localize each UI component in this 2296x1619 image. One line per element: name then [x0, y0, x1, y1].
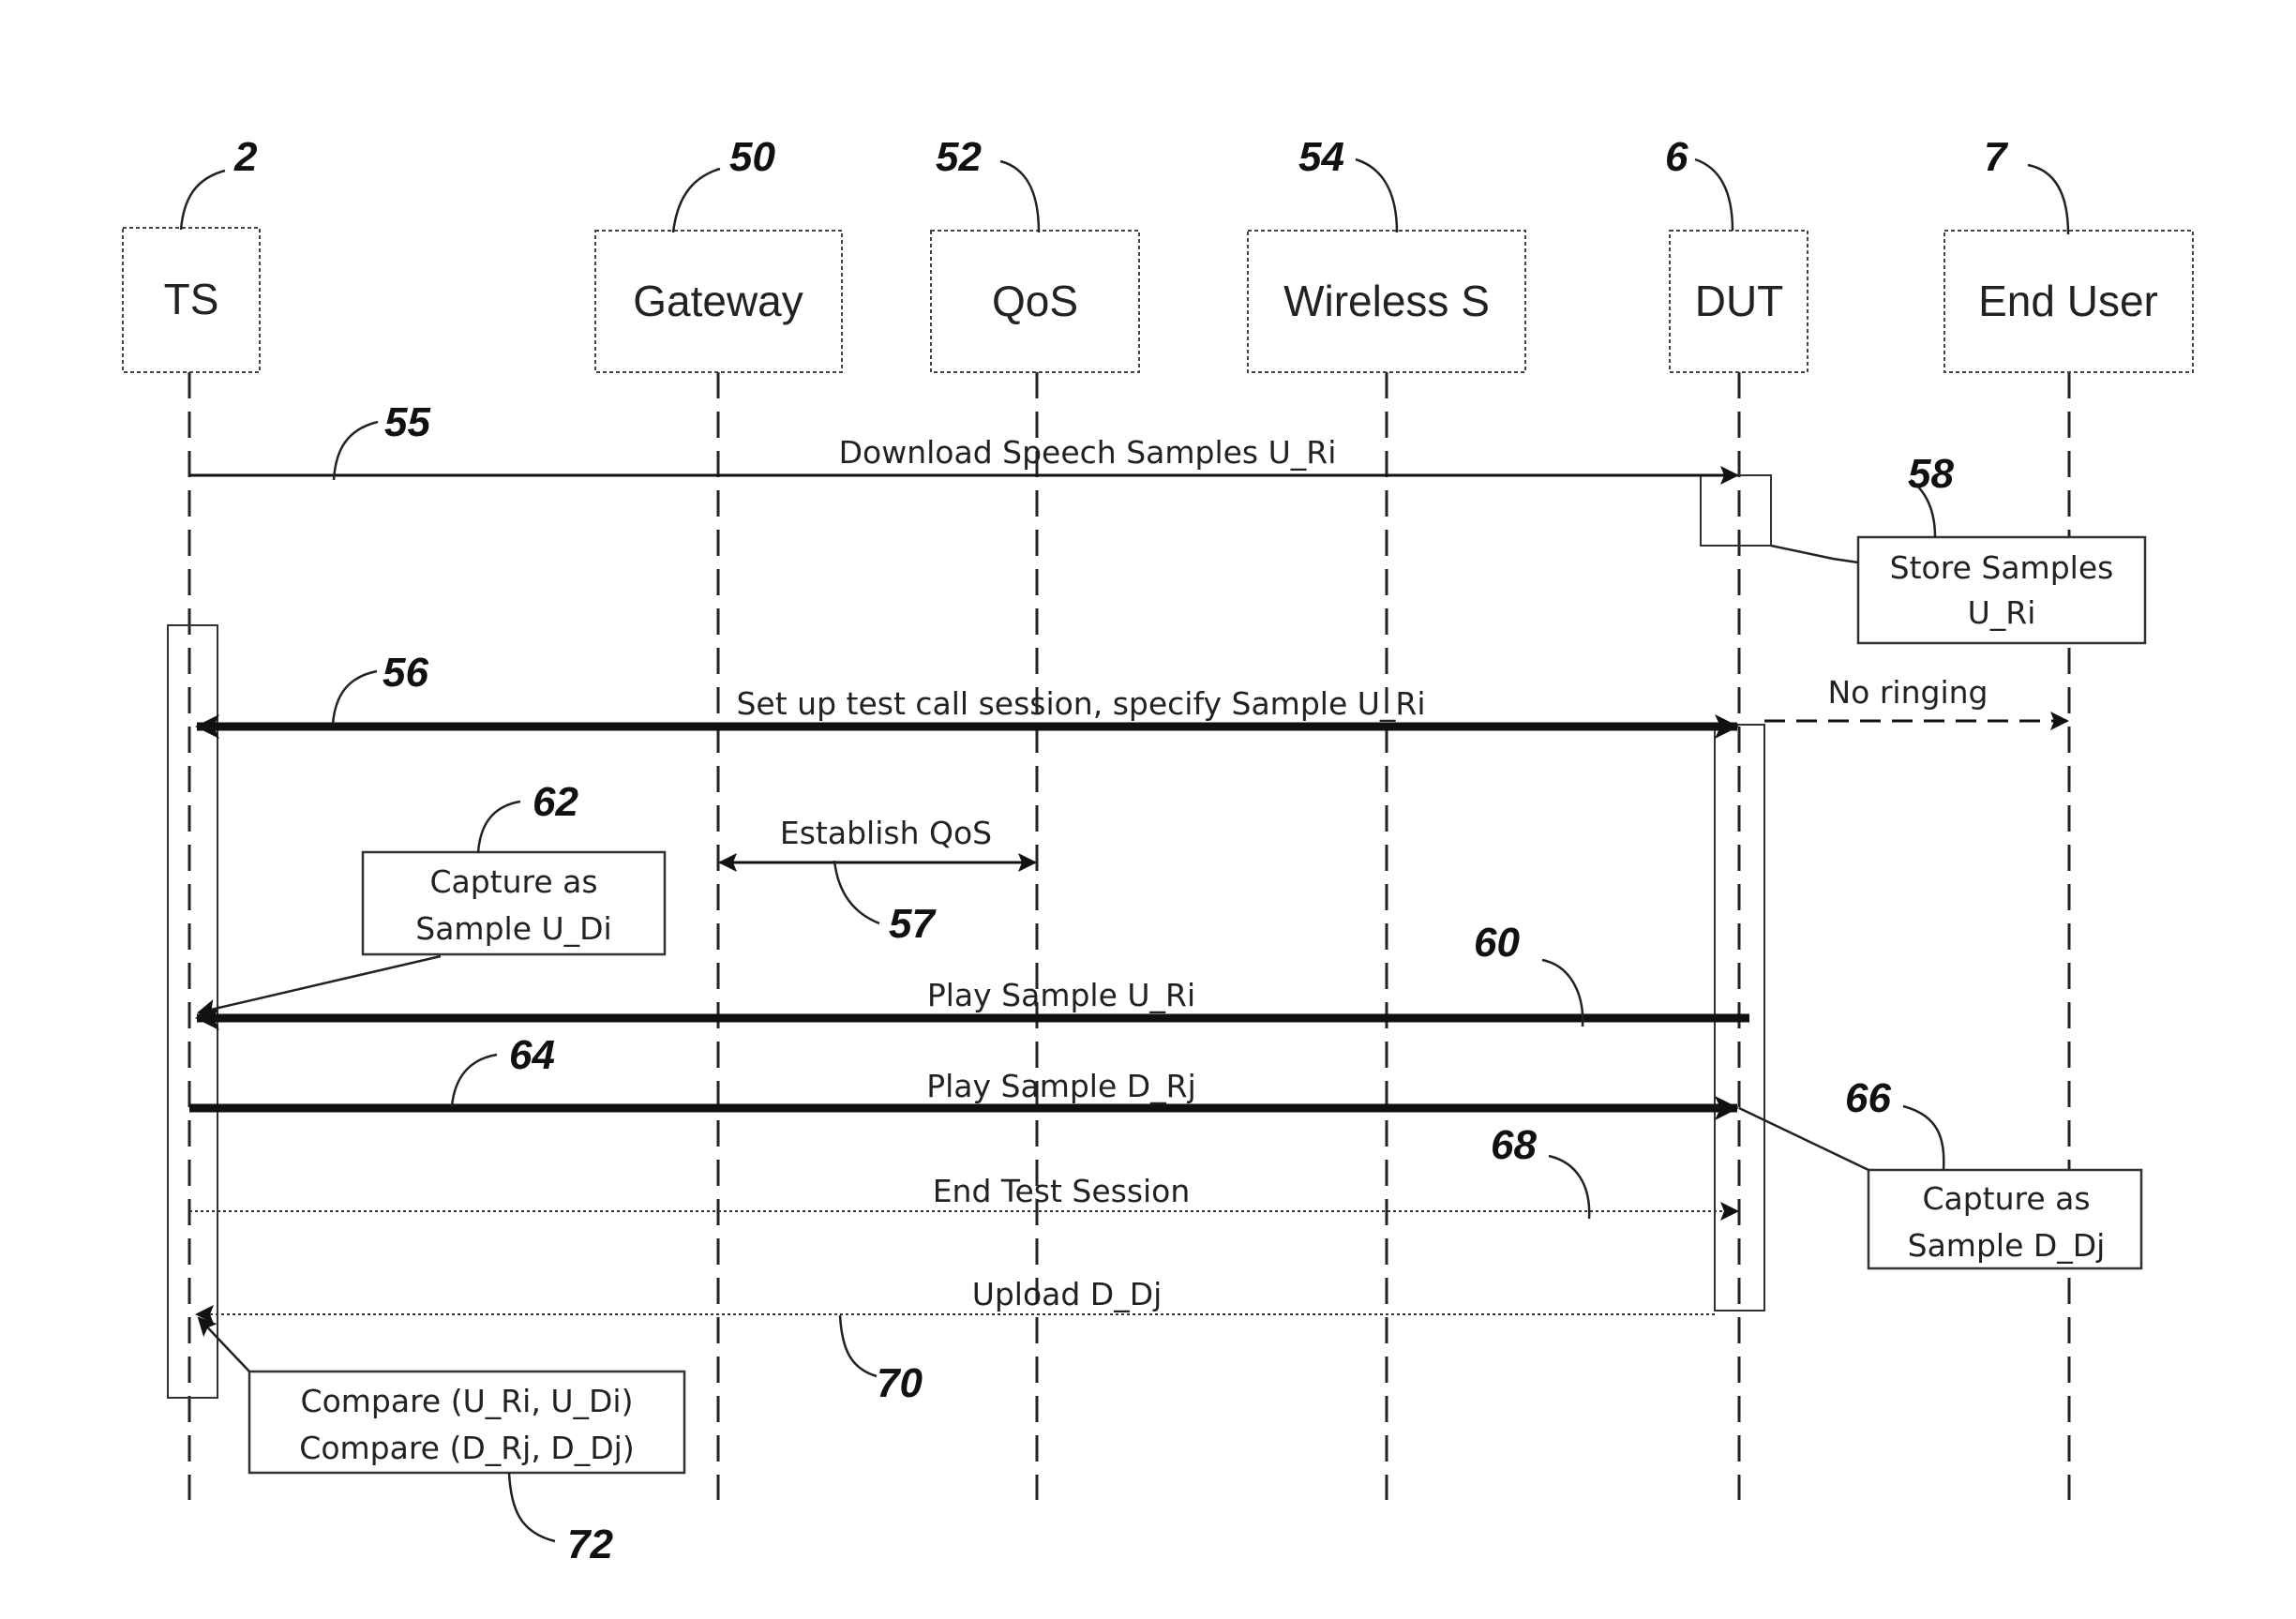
leader-ts: [181, 171, 225, 230]
activation-ts: [168, 625, 218, 1398]
participant-label-dut: DUT: [1695, 277, 1784, 325]
participant-label-enduser: End User: [1978, 277, 2158, 325]
ref-72: 72: [567, 1522, 613, 1567]
leader-70: [840, 1315, 877, 1376]
ref-60: 60: [1474, 920, 1520, 966]
leader-qos: [1000, 161, 1039, 232]
message-setup-label: Set up test call session, specify Sample…: [736, 685, 1425, 722]
participant-label-qos: QoS: [992, 277, 1078, 325]
note-compare-line2: Compare (D_Rj, D_Dj): [299, 1430, 634, 1466]
leader-56: [333, 671, 377, 724]
participant-label-gateway: Gateway: [633, 277, 803, 325]
note-store-line1: Store Samples: [1890, 549, 2114, 586]
ref-wireless: 54: [1298, 134, 1344, 180]
ref-ts: 2: [233, 134, 258, 180]
leader-72: [509, 1473, 555, 1541]
ref-66: 66: [1845, 1075, 1891, 1121]
participant-label-wireless: Wireless S: [1283, 277, 1490, 325]
note-capture-d-line2: Sample D_Dj: [1908, 1227, 2106, 1264]
ref-enduser: 7: [1984, 134, 2009, 180]
leader-68: [1549, 1156, 1589, 1219]
leader-62: [478, 802, 520, 853]
message-play-u-label: Play Sample U_Ri: [927, 977, 1195, 1013]
ref-68: 68: [1491, 1122, 1537, 1168]
ref-70: 70: [877, 1360, 923, 1406]
message-upload-label: Upload D_Dj: [972, 1276, 1163, 1312]
message-download-label: Download Speech Samples U_Ri: [839, 434, 1337, 471]
ref-64: 64: [509, 1032, 555, 1078]
note-store-line2: U_Ri: [1968, 594, 2036, 631]
ref-56: 56: [383, 650, 428, 696]
message-end-label: End Test Session: [933, 1173, 1191, 1209]
note-store-connector: [1771, 546, 1858, 562]
leader-64: [452, 1055, 497, 1106]
leader-wireless: [1356, 159, 1397, 232]
note-capture-u-connector: [199, 956, 441, 1012]
message-play-d-label: Play Sample D_Rj: [926, 1068, 1196, 1104]
note-capture-d-line1: Capture as: [1922, 1180, 2090, 1217]
message-qos-label: Establish QoS: [780, 815, 992, 851]
ref-62: 62: [533, 779, 578, 825]
note-capture-u-line1: Capture as: [429, 863, 597, 900]
ref-gateway: 50: [729, 134, 775, 180]
message-noringing-label: No ringing: [1828, 674, 1988, 711]
ref-qos: 52: [936, 134, 982, 180]
leader-55: [334, 422, 378, 480]
leader-enduser: [2028, 165, 2068, 234]
leader-gateway: [673, 169, 720, 232]
activation-dut-store: [1701, 475, 1771, 546]
ref-dut: 6: [1665, 134, 1688, 180]
note-compare-line1: Compare (U_Ri, U_Di): [301, 1383, 634, 1419]
leader-66: [1903, 1106, 1943, 1170]
note-capture-u-line2: Sample U_Di: [415, 910, 611, 947]
leader-57: [834, 861, 879, 923]
ref-55: 55: [384, 399, 430, 445]
participant-label-ts: TS: [164, 275, 219, 323]
ref-57: 57: [889, 901, 937, 947]
ref-58: 58: [1908, 451, 1954, 497]
leader-dut: [1695, 159, 1733, 231]
